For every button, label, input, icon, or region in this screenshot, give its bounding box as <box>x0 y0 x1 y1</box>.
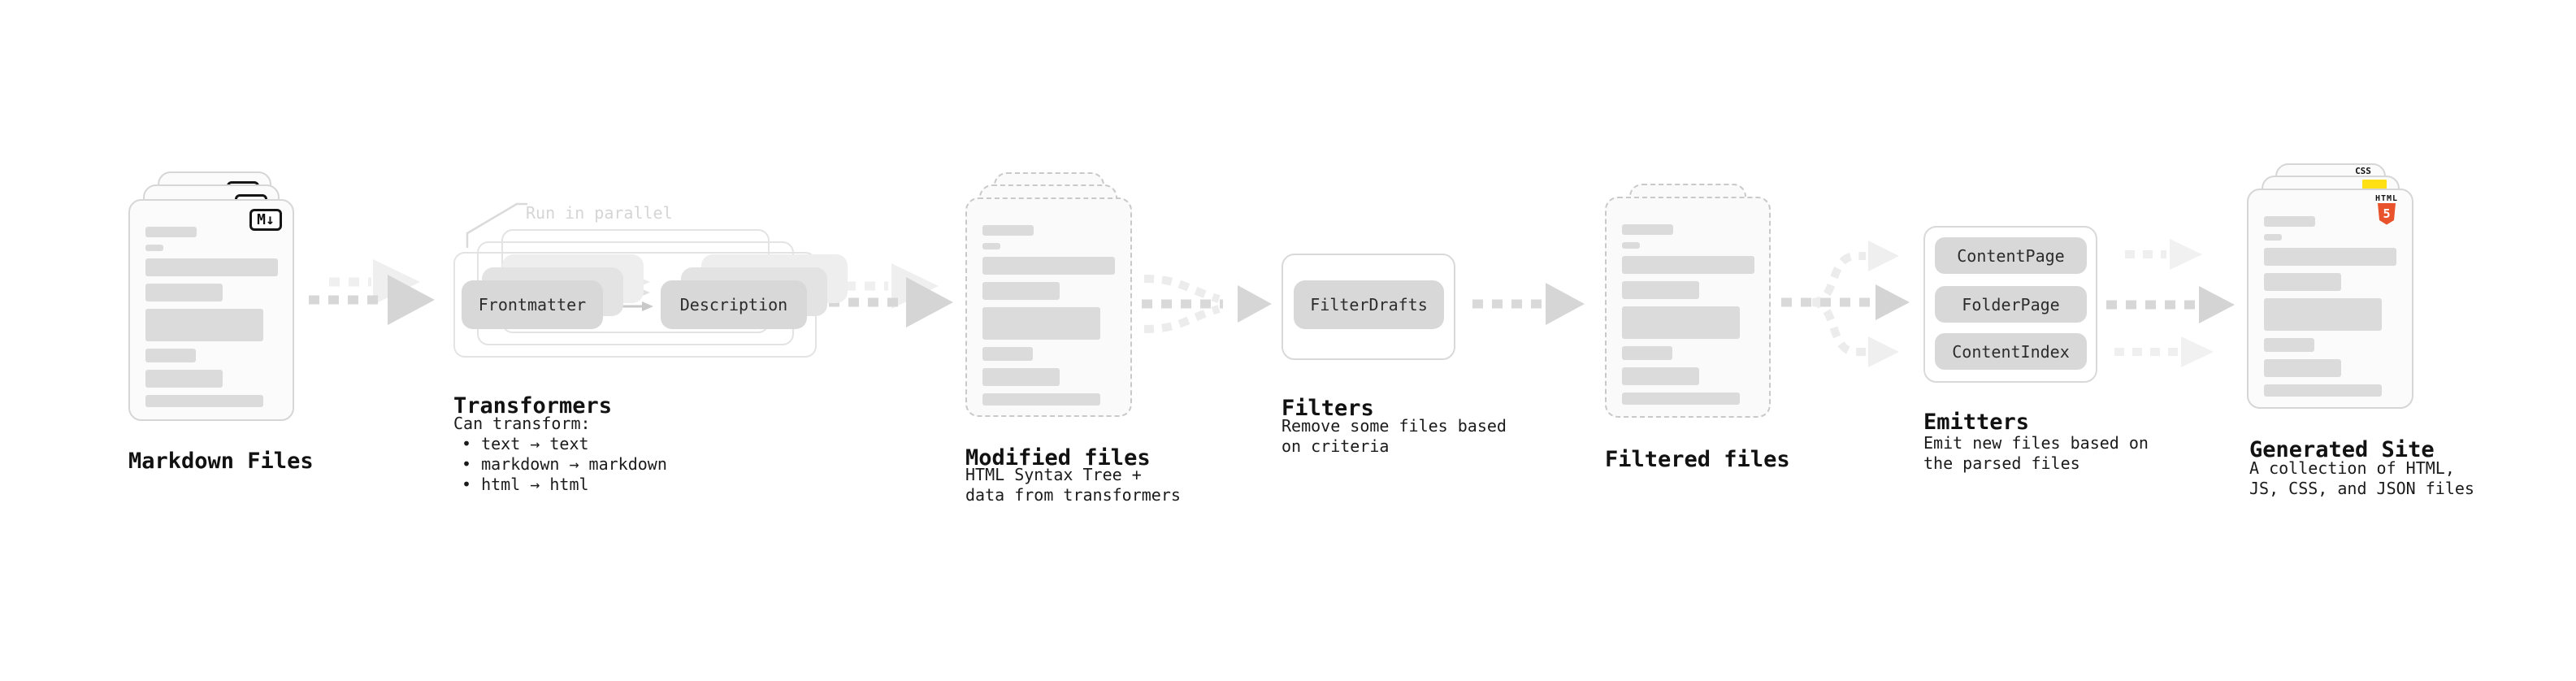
filtered-file-card-front <box>1605 197 1771 418</box>
text-line-placeholder <box>2264 384 2382 397</box>
description-line: A collection of HTML, <box>2249 458 2455 478</box>
text-line-placeholder <box>2264 359 2341 377</box>
text-line-placeholder <box>145 258 278 276</box>
html5-icon-number: 5 <box>2383 206 2390 221</box>
text-line-placeholder <box>982 225 1034 236</box>
text-line-placeholder <box>2264 338 2314 352</box>
arrows-emitters-to-generated <box>2106 239 2235 367</box>
description-line: Emit new files based on <box>1923 433 2149 453</box>
filters-title: Filters <box>1281 396 1374 422</box>
markdown-icon: M↓ <box>249 209 282 231</box>
description-line: on criteria <box>1281 436 1390 456</box>
file-content-placeholder <box>145 227 278 414</box>
modified-files-title: Modified files <box>965 445 1151 471</box>
arrow-filtered-to-emitters <box>1781 241 1910 367</box>
text-line-placeholder <box>982 393 1100 406</box>
contentpage-emitter: ContentPage <box>1935 237 2087 274</box>
file-content-placeholder <box>1622 224 1754 412</box>
filterdrafts-step: FilterDrafts <box>1294 280 1444 329</box>
text-line-placeholder <box>2264 298 2382 331</box>
description-step: Description <box>661 280 807 329</box>
css-icon-label: CSS <box>2355 166 2371 176</box>
html5-icon-label: HTML <box>2374 194 2399 203</box>
generated-site-description: A collection of HTML, JS, CSS, and JSON … <box>2249 458 2474 499</box>
filters-description: Remove some files based on criteria <box>1281 416 1507 457</box>
modified-file-card-front <box>965 197 1132 417</box>
run-in-parallel-annotation: Run in parallel <box>526 203 673 223</box>
html5-shield-icon: 5 <box>2378 203 2396 225</box>
text-line-placeholder <box>145 370 223 388</box>
description-line: • text → text <box>462 434 589 453</box>
arrow-modified-to-filters <box>1142 275 1272 333</box>
description-line: Remove some files based <box>1281 416 1507 436</box>
file-content-placeholder <box>2264 216 2396 404</box>
description-line: HTML Syntax Tree + <box>965 465 1142 484</box>
text-line-placeholder <box>145 309 263 341</box>
description-line: Can transform: <box>453 414 591 433</box>
text-line-placeholder <box>982 257 1115 275</box>
description-line: JS, CSS, and JSON files <box>2249 479 2474 498</box>
text-line-placeholder <box>1622 346 1672 360</box>
text-line-placeholder <box>982 282 1060 300</box>
text-line-placeholder <box>145 395 263 407</box>
text-line-placeholder <box>1622 393 1740 405</box>
markdown-file-card-front: M↓ <box>128 199 294 421</box>
description-line: data from transformers <box>965 485 1181 505</box>
text-line-placeholder <box>982 368 1060 386</box>
arrow-markdown-to-transformers <box>309 259 435 325</box>
text-line-placeholder <box>145 349 196 362</box>
markdown-files-title: Markdown Files <box>128 449 314 475</box>
text-line-placeholder <box>145 284 223 301</box>
text-line-placeholder <box>1622 242 1640 249</box>
filtered-files-title: Filtered files <box>1605 447 1790 473</box>
modified-files-description: HTML Syntax Tree + data from transformer… <box>965 465 1181 505</box>
text-line-placeholder <box>1622 256 1754 274</box>
emitters-title: Emitters <box>1923 410 2030 436</box>
text-line-placeholder <box>982 307 1100 340</box>
text-line-placeholder <box>2264 248 2396 266</box>
generated-file-card-front: HTML 5 <box>2247 189 2413 409</box>
emitters-description: Emit new files based on the parsed files <box>1923 433 2149 474</box>
text-line-placeholder <box>2264 273 2341 291</box>
file-content-placeholder <box>982 225 1115 413</box>
text-line-placeholder <box>1622 306 1740 339</box>
text-line-placeholder <box>1622 367 1699 385</box>
description-line: the parsed files <box>1923 453 2080 473</box>
text-line-placeholder <box>982 243 1000 249</box>
text-line-placeholder <box>982 347 1033 361</box>
text-line-placeholder <box>1622 281 1699 299</box>
text-line-placeholder <box>145 227 197 237</box>
arrow-filters-to-filtered <box>1472 283 1585 325</box>
generated-site-title: Generated Site <box>2249 437 2435 463</box>
text-line-placeholder <box>2264 216 2315 227</box>
text-line-placeholder <box>2264 234 2282 241</box>
transformers-description: Can transform: • text → text • markdown … <box>453 414 667 495</box>
folderpage-emitter: FolderPage <box>1935 286 2087 323</box>
html5-file-icon: HTML 5 <box>2373 194 2400 225</box>
frontmatter-step: Frontmatter <box>462 280 603 329</box>
description-line: • html → html <box>462 475 589 494</box>
text-line-placeholder <box>1622 224 1673 235</box>
description-line: • markdown → markdown <box>462 454 667 474</box>
js-file-icon <box>2362 180 2387 189</box>
transformers-title: Transformers <box>453 393 613 419</box>
text-line-placeholder <box>145 245 163 251</box>
contentindex-emitter: ContentIndex <box>1935 333 2087 370</box>
